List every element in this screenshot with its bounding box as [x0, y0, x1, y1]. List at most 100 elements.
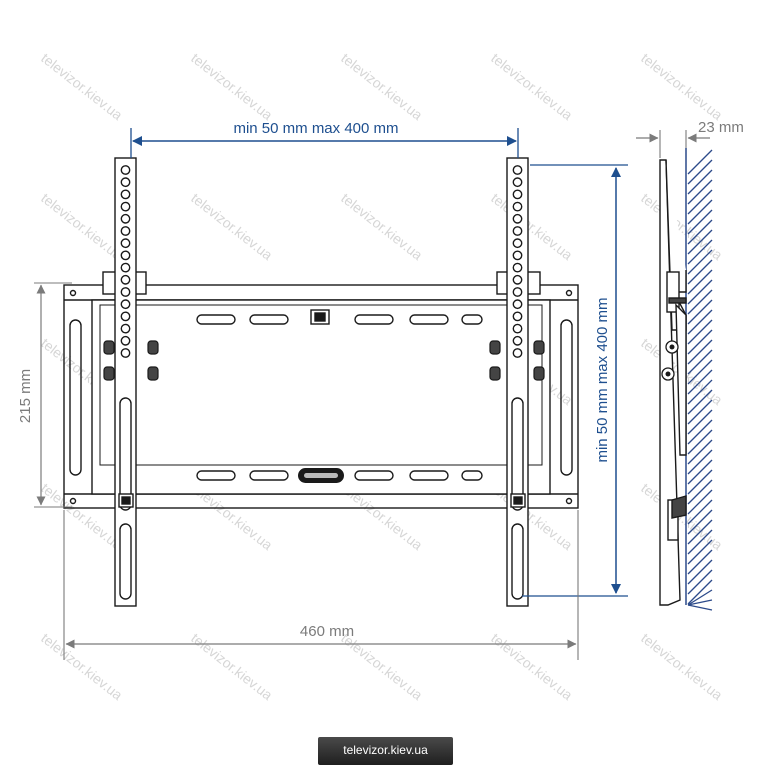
- hatch-line: [687, 219, 713, 245]
- hatch-line: [687, 179, 713, 205]
- hatch-line: [687, 199, 713, 225]
- hatch-line: [687, 189, 713, 215]
- mount-hole: [120, 335, 131, 346]
- watermark-text: televizor.kiev.ua: [38, 190, 126, 263]
- hatch-line: [687, 499, 713, 525]
- hatch-line: [687, 459, 713, 485]
- mount-hole: [120, 201, 131, 212]
- mount-hole: [120, 238, 131, 249]
- hatch-line: [687, 579, 713, 605]
- watermark-text: televizor.kiev.ua: [188, 50, 276, 123]
- mount-hole: [120, 250, 131, 261]
- hatch-line: [687, 299, 713, 325]
- hatch-line: [687, 289, 713, 315]
- hatch-line: [687, 519, 713, 545]
- hatch-line: [687, 439, 713, 465]
- hatch-line: [687, 599, 713, 606]
- mount-hole: [120, 274, 131, 285]
- hatch-line: [687, 569, 713, 595]
- hatch-line: [687, 489, 713, 515]
- hatch-line: [687, 169, 713, 195]
- watermark-text: televizor.kiev.ua: [338, 50, 426, 123]
- mount-hole: [512, 299, 523, 310]
- watermark-text: televizor.kiev.ua: [488, 190, 576, 263]
- hatch-line: [687, 539, 713, 565]
- wall-plate: [63, 284, 579, 509]
- mount-hole: [512, 287, 523, 297]
- left-arm: [102, 157, 147, 607]
- dimension-left-label: 215 mm: [17, 369, 34, 423]
- hatch-line: [687, 469, 713, 495]
- hatch-line: [687, 309, 713, 335]
- watermark-text: televizor.kiev.ua: [338, 190, 426, 263]
- mount-hole: [512, 335, 523, 346]
- dimension-wall-gap-label: 23 mm: [698, 119, 744, 136]
- dimension-bottom: 460 mm: [63, 510, 579, 660]
- footer-badge-text: televizor.kiev.ua: [343, 743, 428, 757]
- watermark-text: televizor.kiev.ua: [488, 630, 576, 703]
- dimension-left: 215 mm: [17, 282, 72, 508]
- mount-hole: [120, 262, 131, 273]
- hatch-line: [687, 259, 713, 285]
- mount-hole: [120, 287, 131, 297]
- side-view: [659, 148, 713, 611]
- hatch-line: [687, 239, 713, 265]
- hatch-line: [687, 349, 713, 375]
- mount-hole: [512, 348, 523, 358]
- watermark-text: televizor.kiev.ua: [38, 630, 126, 703]
- bolts: [103, 340, 545, 381]
- hatch-line: [687, 559, 713, 585]
- hatch-line: [687, 369, 713, 395]
- hatch-line: [687, 329, 713, 355]
- mount-hole: [512, 177, 523, 188]
- mount-hole: [120, 323, 131, 334]
- mount-hole: [120, 299, 131, 310]
- mount-hole: [512, 274, 523, 285]
- hatch-line: [687, 379, 713, 405]
- hatch-line: [687, 159, 713, 185]
- watermark-text: televizor.kiev.ua: [638, 50, 726, 123]
- mount-hole: [512, 201, 523, 212]
- wall-hatch: [687, 149, 713, 611]
- hatch-line: [687, 449, 713, 475]
- mount-hole: [512, 250, 523, 261]
- hatch-line: [687, 399, 713, 425]
- mount-hole: [512, 311, 523, 322]
- dimension-right-label: min 50 mm max 400 mm: [594, 297, 611, 462]
- hatch-line: [687, 509, 713, 535]
- hatch-line: [687, 589, 713, 606]
- dimension-wall-gap: 23 mm: [636, 119, 744, 158]
- watermark-text: televizor.kiev.ua: [38, 50, 126, 123]
- footer-badge: televizor.kiev.ua: [318, 737, 453, 765]
- mount-hole: [512, 189, 523, 200]
- hatch-line: [687, 149, 713, 175]
- hatch-line: [687, 479, 713, 505]
- hatch-line: [687, 209, 713, 235]
- watermark-text: televizor.kiev.ua: [338, 630, 426, 703]
- mount-hole: [120, 189, 131, 200]
- mount-hole: [120, 348, 131, 358]
- hatch-line: [687, 549, 713, 575]
- mount-hole: [120, 213, 131, 224]
- mount-hole: [512, 262, 523, 273]
- hatch-line: [687, 269, 713, 295]
- right-arm: [496, 157, 541, 607]
- hatch-line: [687, 279, 713, 305]
- mount-hole: [512, 323, 523, 334]
- brand-logo: [298, 468, 344, 483]
- mount-hole: [512, 213, 523, 224]
- dimension-right: min 50 mm max 400 mm: [522, 164, 628, 597]
- watermark-text: televizor.kiev.ua: [488, 50, 576, 123]
- hatch-line: [687, 249, 713, 275]
- hatch-line: [687, 319, 713, 345]
- mount-hole: [512, 226, 523, 236]
- dimension-top: min 50 mm max 400 mm: [130, 120, 519, 158]
- mount-hole: [120, 165, 131, 175]
- mount-hole: [120, 311, 131, 322]
- watermark-text: televizor.kiev.ua: [638, 630, 726, 703]
- hatch-line: [687, 229, 713, 255]
- watermark-text: televizor.kiev.ua: [188, 630, 276, 703]
- mount-hole: [512, 165, 523, 175]
- dimension-bottom-label: 460 mm: [300, 623, 354, 640]
- mount-hole: [512, 238, 523, 249]
